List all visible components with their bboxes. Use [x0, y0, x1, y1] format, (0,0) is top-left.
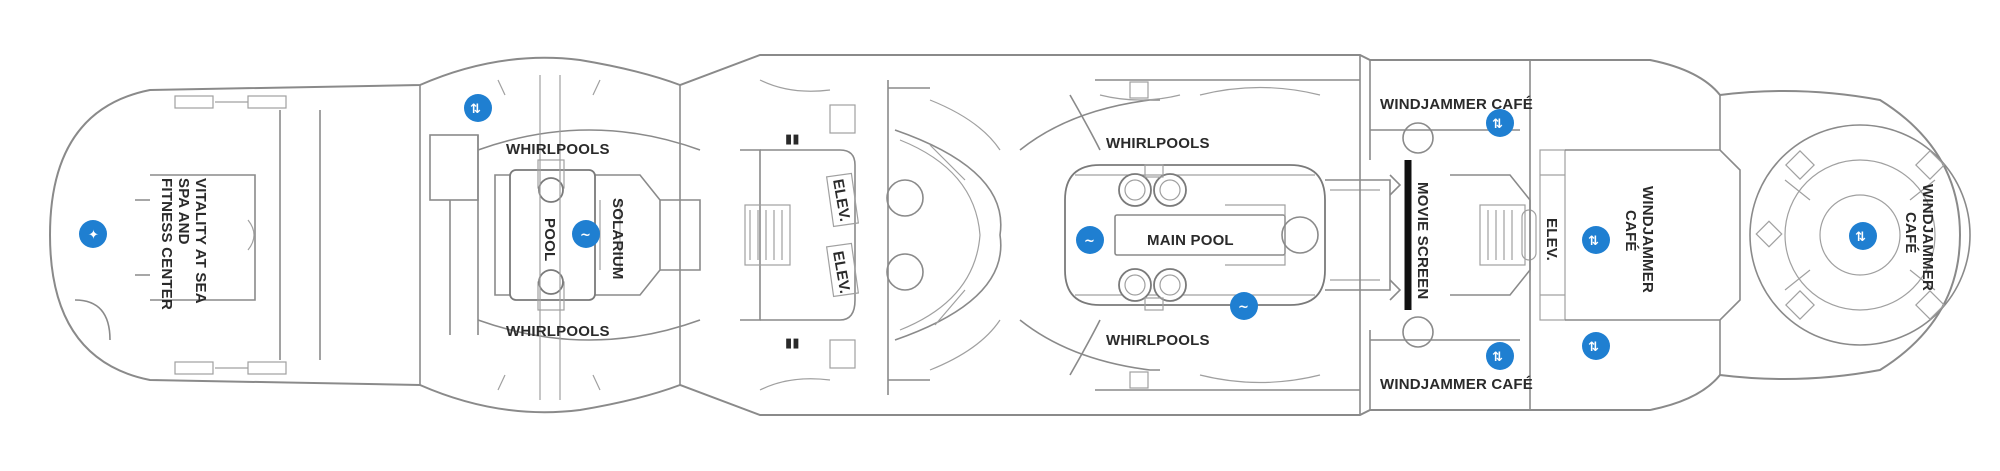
label-spa-line3: FITNESS CENTER	[158, 178, 175, 310]
elevator-icon: ⇅	[1486, 342, 1514, 370]
spa-icon: ✦	[79, 220, 107, 248]
swimming-pool-icon: ~	[1230, 292, 1258, 320]
label-windjammer-stack-2-line2: CAFÉ	[1902, 212, 1919, 254]
svg-text:⇅: ⇅	[1588, 234, 1599, 249]
elevator-icon: ⇅	[1582, 332, 1610, 360]
solarium-section	[429, 75, 701, 400]
elevator-icon: ⇅	[1486, 109, 1514, 137]
svg-text:~: ~	[580, 228, 591, 243]
label-solarium: SOLARIUM	[609, 198, 626, 280]
movie-screen-section	[1359, 55, 1971, 415]
label-main-pool: MAIN POOL	[1147, 232, 1234, 249]
label-movie-screen: MOVIE SCREEN	[1414, 182, 1431, 299]
restroom-icon: ▮▮	[785, 131, 800, 146]
svg-text:⇅: ⇅	[1855, 230, 1866, 245]
swimming-pool-icon: ~	[1076, 226, 1104, 254]
label-elev-3: ELEV.	[1543, 218, 1560, 261]
svg-text:▮▮: ▮▮	[785, 131, 800, 146]
elevator-icon: ⇅	[1849, 222, 1877, 250]
label-whirlpools-main-bottom: WHIRLPOOLS	[1106, 332, 1210, 349]
label-windjammer-top: WINDJAMMER CAFÉ	[1380, 96, 1533, 113]
svg-text:✦: ✦	[88, 228, 99, 243]
label-windjammer-stack-2-line1: WINDJAMMER	[1919, 184, 1936, 291]
svg-text:⇅: ⇅	[1588, 340, 1599, 355]
svg-text:~: ~	[1084, 234, 1095, 249]
svg-text:▮▮: ▮▮	[785, 335, 800, 350]
label-spa-line1: VITALITY AT SEA	[192, 178, 209, 304]
hull-outline	[48, 54, 1962, 416]
room-labels: VITALITY AT SEA SPA AND FITNESS CENTER W…	[158, 96, 1936, 393]
round-dining-room	[1749, 124, 1971, 346]
spa-section	[74, 85, 421, 385]
svg-text:⇅: ⇅	[1492, 117, 1503, 132]
svg-text:⇅: ⇅	[470, 102, 481, 117]
label-whirlpools-solarium-top: WHIRLPOOLS	[506, 141, 610, 158]
svg-text:~: ~	[1238, 300, 1249, 315]
label-windjammer-bottom: WINDJAMMER CAFÉ	[1380, 376, 1533, 393]
elevator-icon: ⇅	[464, 94, 492, 122]
label-windjammer-stack-1-line2: CAFÉ	[1622, 210, 1639, 252]
label-whirlpools-solarium-bottom: WHIRLPOOLS	[506, 323, 610, 340]
restroom-icon: ▮▮	[785, 335, 800, 350]
elevator-icon: ⇅	[1582, 226, 1610, 254]
label-whirlpools-main-top: WHIRLPOOLS	[1106, 135, 1210, 152]
label-pool: POOL	[541, 218, 558, 261]
label-spa-line2: SPA AND	[175, 178, 192, 245]
svg-text:⇅: ⇅	[1492, 350, 1503, 365]
main-pool-section	[886, 79, 1402, 395]
swimming-pool-icon: ~	[572, 220, 600, 248]
label-windjammer-stack-1-line1: WINDJAMMER	[1639, 186, 1656, 293]
stair-elevator-section	[679, 79, 860, 391]
